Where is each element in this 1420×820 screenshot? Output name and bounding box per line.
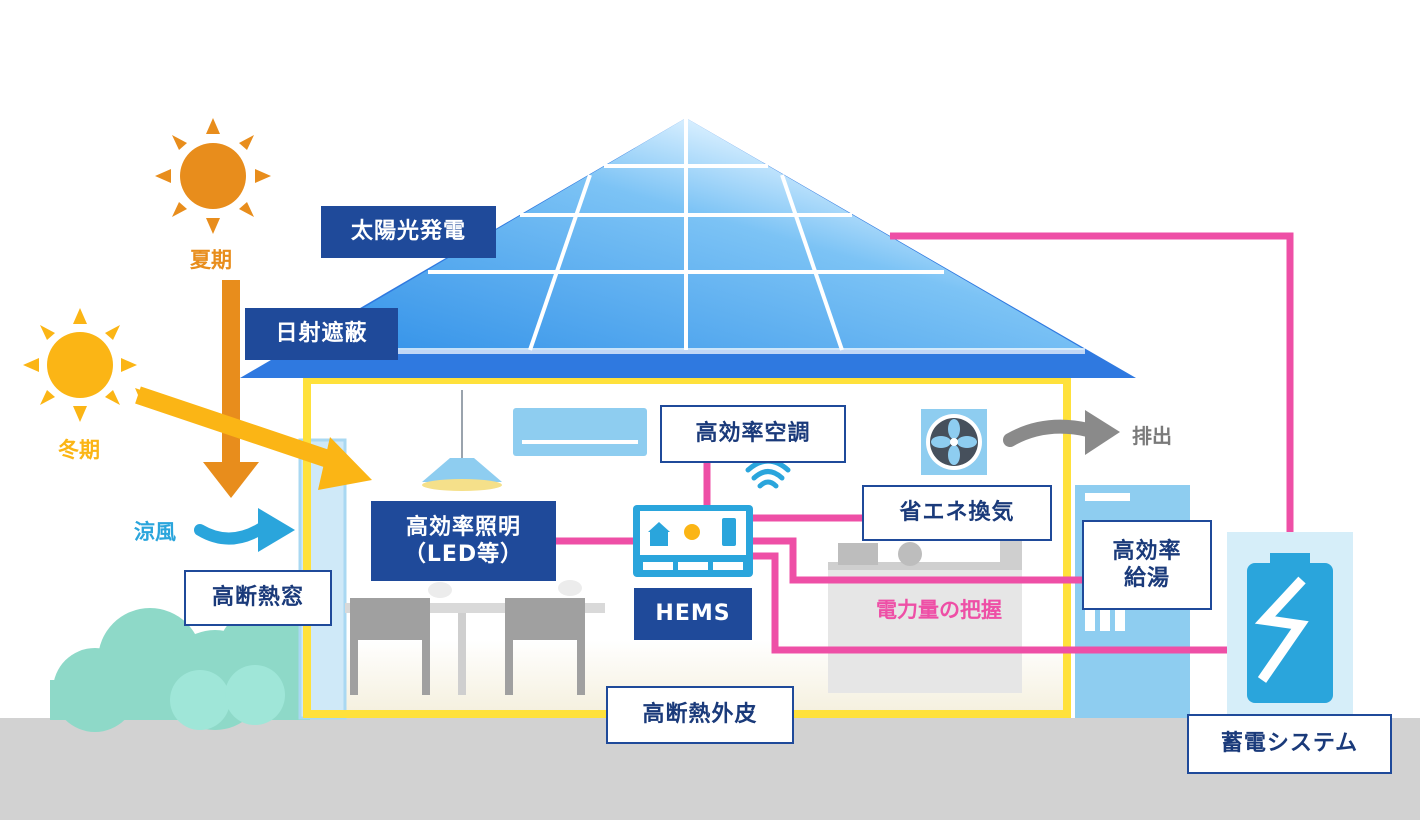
breeze-arrow	[194, 522, 268, 545]
air-conditioner	[513, 408, 647, 456]
solar-panels	[292, 118, 1085, 350]
hems-label: HEMS	[634, 588, 752, 640]
battery-system-label: 蓄電システム	[1187, 714, 1392, 774]
chair-left	[350, 598, 430, 695]
wifi-icon	[745, 458, 791, 489]
exhaust-label: 排出	[1132, 424, 1172, 448]
solar-shading-label: 日射遮蔽	[245, 308, 398, 360]
kitchen-counter	[828, 565, 1022, 693]
chair-right	[505, 598, 585, 695]
dining-table	[345, 603, 605, 613]
winter-label: 冬期	[58, 438, 100, 462]
solar-power-label: 太陽光発電	[321, 206, 496, 258]
winter-sun-icon	[23, 308, 137, 422]
summer-sun-icon	[155, 118, 271, 234]
summer-label: 夏期	[190, 248, 232, 272]
high-insulation-envelope-label: 高断熱外皮	[606, 686, 794, 744]
exhaust-arrow	[1003, 419, 1095, 447]
high-efficiency-lighting-label: 高効率照明 （LED等）	[371, 501, 556, 581]
hems-device	[633, 505, 753, 577]
water-heater-label-line2: 給湯	[1123, 566, 1170, 591]
high-efficiency-water-heater-label: 高効率 給湯	[1082, 520, 1212, 610]
lightning-icon	[1254, 576, 1309, 683]
high-efficiency-aircon-label: 高効率空調	[660, 405, 846, 463]
lighting-label-line2: （LED等）	[403, 542, 524, 567]
lighting-label-line1: 高効率照明	[405, 514, 521, 540]
power-monitoring-label: 電力量の把握	[876, 598, 1002, 622]
energy-saving-ventilation-label: 省エネ換気	[862, 485, 1052, 541]
high-insulation-window-label: 高断熱窓	[184, 570, 332, 626]
ventilation-fan	[919, 407, 989, 477]
water-heater-label-line1: 高効率	[1112, 538, 1182, 564]
power-lines	[556, 232, 1294, 654]
pendant-lamp	[422, 458, 502, 482]
solar-panel-grid	[428, 118, 944, 351]
breeze-label: 涼風	[134, 520, 176, 544]
